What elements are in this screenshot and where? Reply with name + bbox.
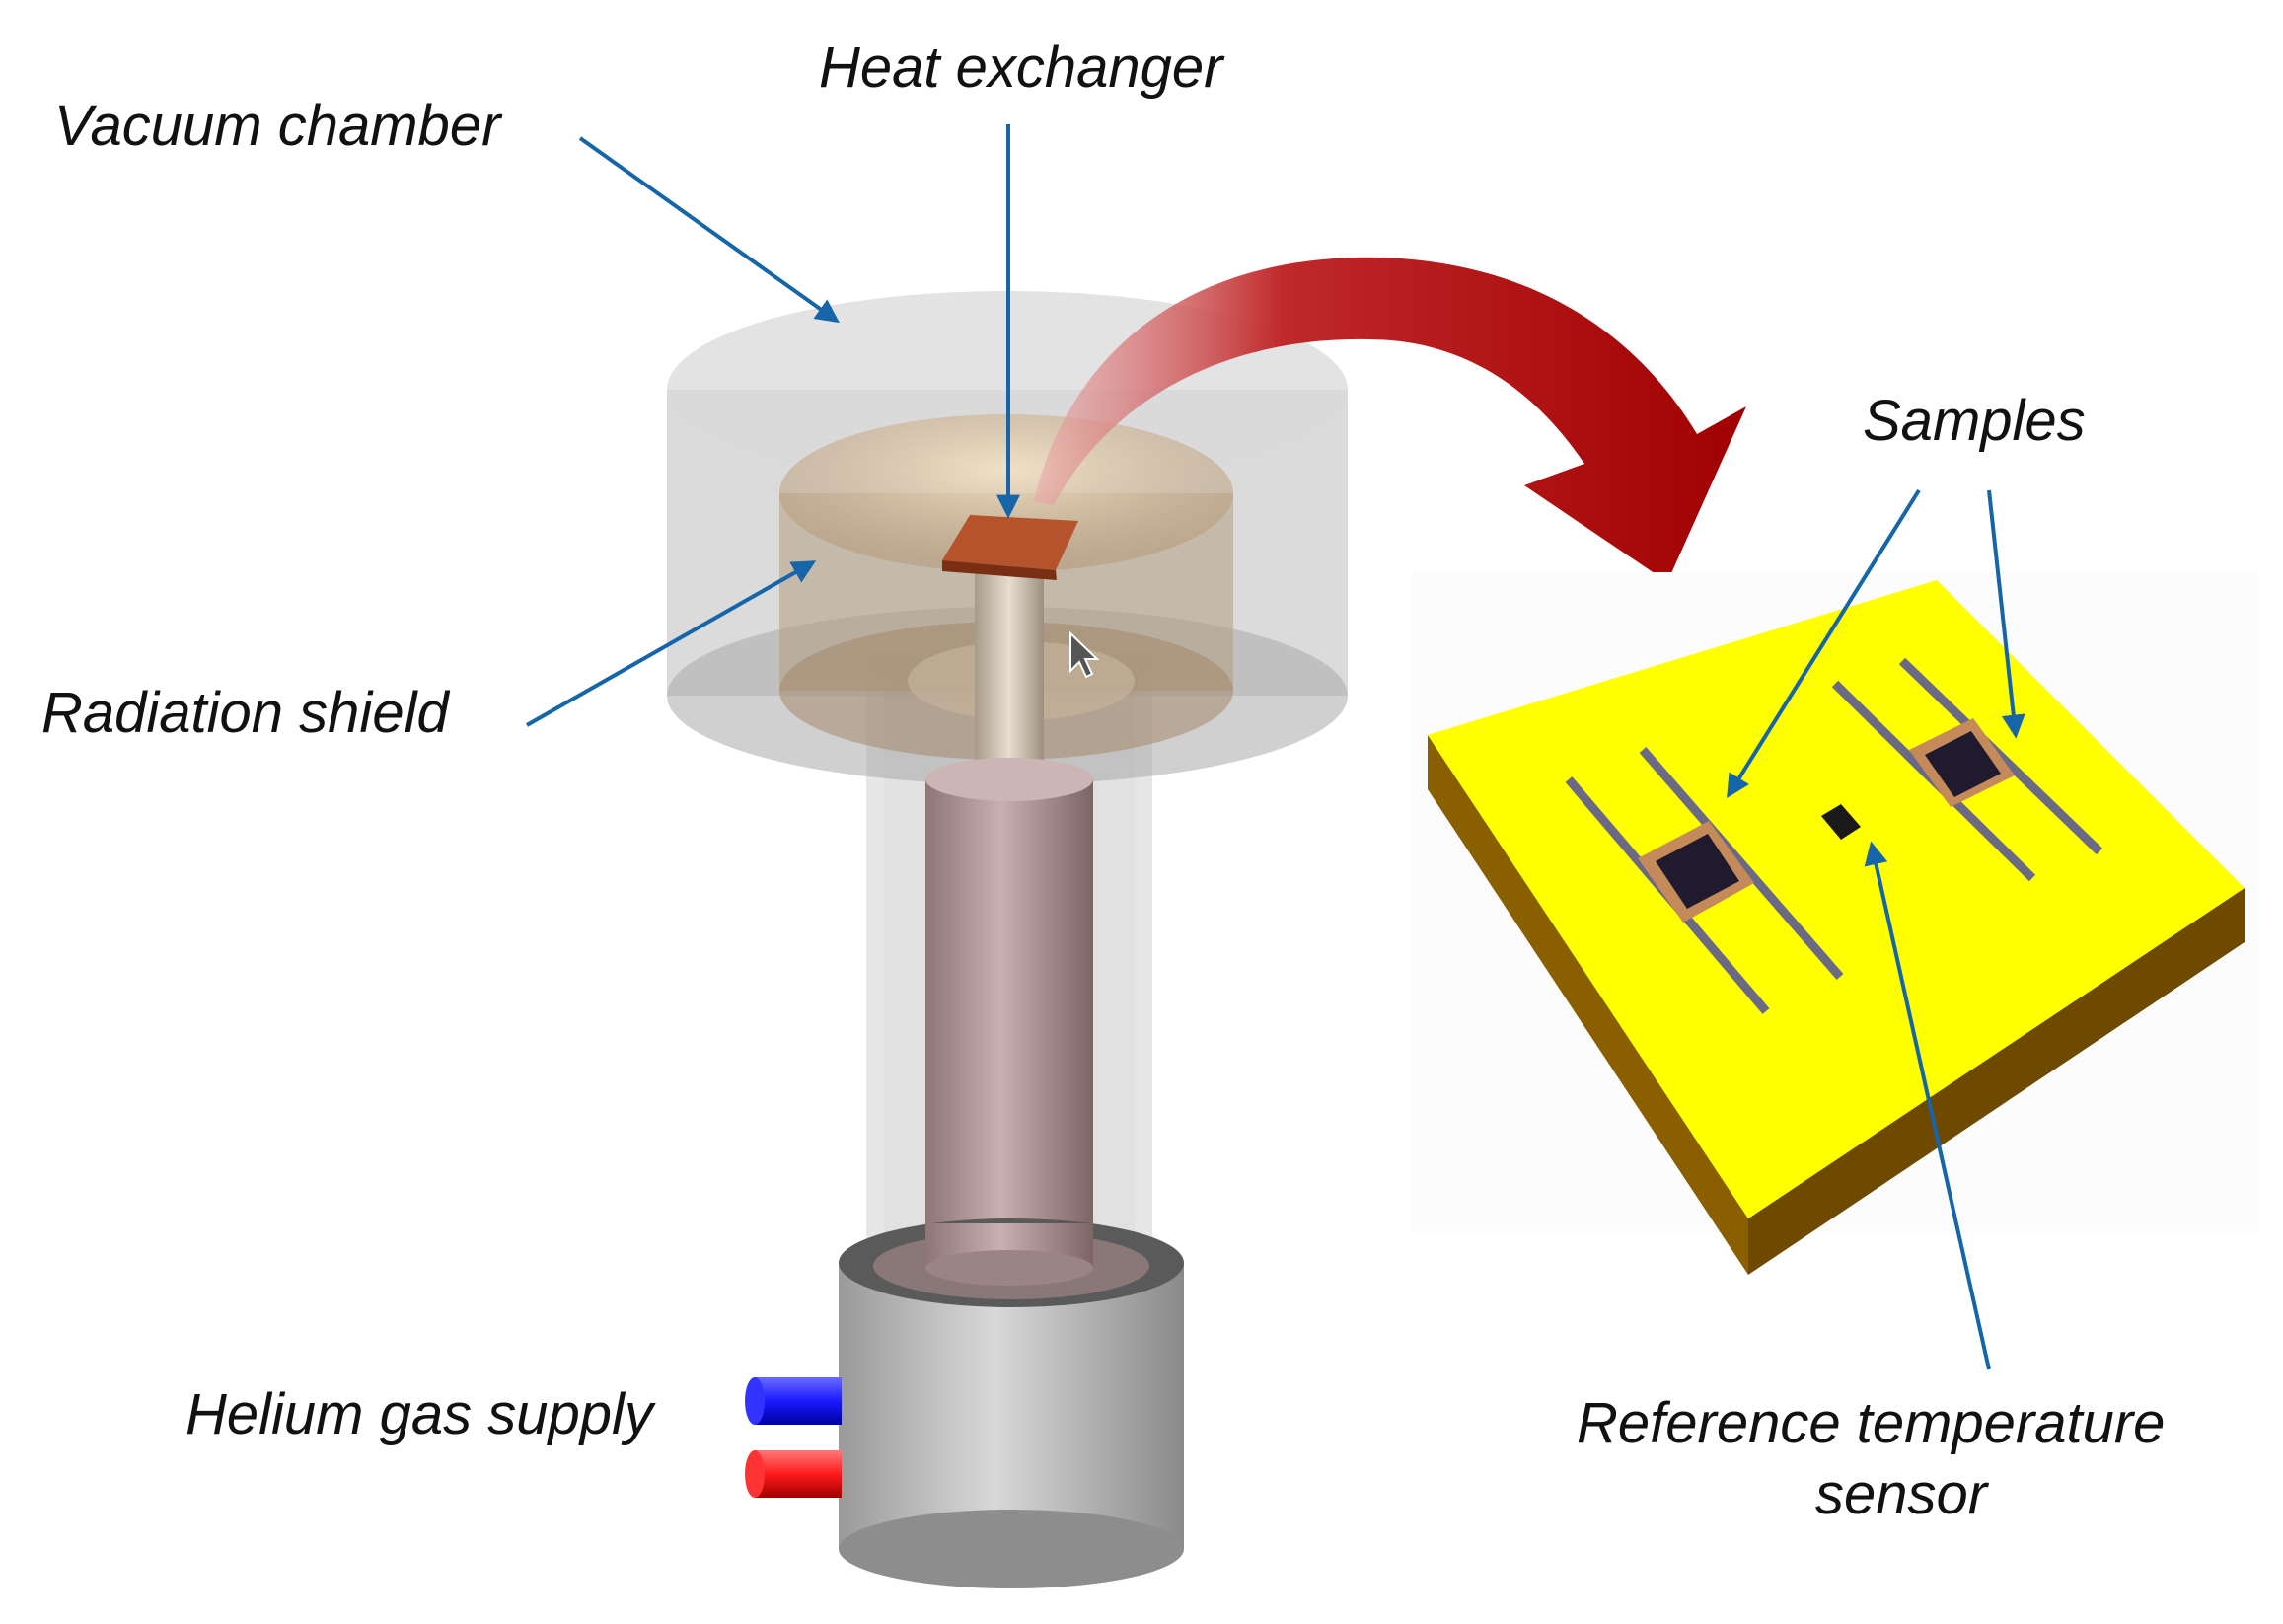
arrow-vacuum-chamber xyxy=(578,136,840,324)
sample-plate xyxy=(1411,572,2259,1275)
label-reference-sensor-line2: sensor xyxy=(1815,1462,1990,1526)
labels: Vacuum chamber Heat exchanger Radiation … xyxy=(41,36,2165,1526)
arrow-radiation-shield xyxy=(526,560,817,727)
arrow-sample-right xyxy=(1987,489,2025,739)
label-heat-exchanger: Heat exchanger xyxy=(819,36,1225,100)
heat-exchanger-plate xyxy=(942,515,1078,580)
reference-sensor-chip xyxy=(1821,804,1861,840)
label-vacuum-chamber: Vacuum chamber xyxy=(54,94,503,158)
label-reference-sensor-line1: Reference temperature xyxy=(1577,1391,2165,1455)
arrow-reference-sensor xyxy=(1864,841,1991,1370)
arrow-sample-left xyxy=(1727,488,1921,799)
base-cylinder xyxy=(839,1218,1184,1588)
label-samples: Samples xyxy=(1863,389,2086,453)
sample-right xyxy=(1831,657,2103,882)
helium-lines xyxy=(745,1377,842,1498)
sample-left xyxy=(1565,747,1844,1014)
label-radiation-shield: Radiation shield xyxy=(41,681,450,745)
label-helium-gas-supply: Helium gas supply xyxy=(185,1382,656,1446)
callout-arrows xyxy=(526,124,2025,1370)
transfer-arrow xyxy=(1034,257,1746,582)
cursor-icon xyxy=(1069,630,1100,679)
